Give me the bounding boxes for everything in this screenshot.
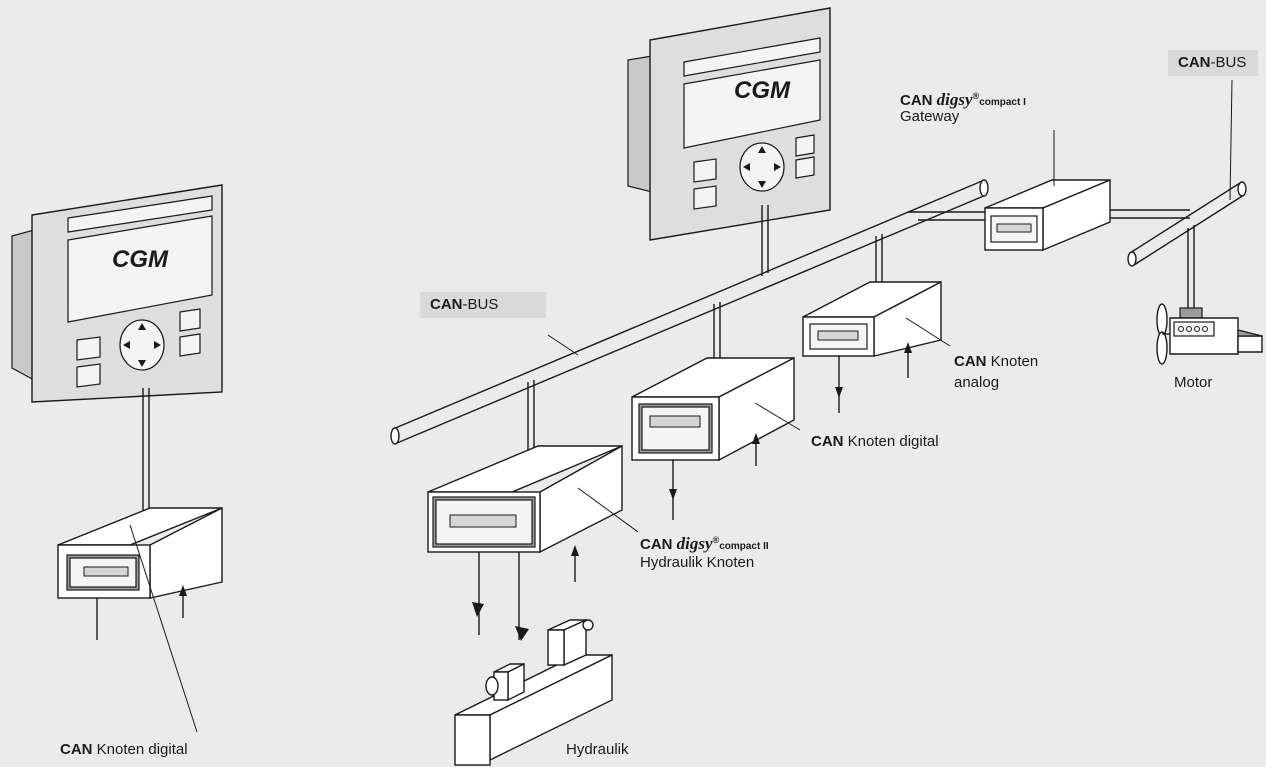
label-hydraulik-knoten: Hydraulik Knoten [640, 554, 755, 571]
can-knoten-analog [802, 280, 942, 357]
cgm-logo-left: CGM [112, 246, 169, 273]
cgm-terminal-left: CGM [11, 184, 223, 403]
label-hydraulik: Hydraulik [566, 741, 629, 758]
label-can-digsy-compact-i: CAN digsy®compact I [900, 90, 1026, 110]
label-analog: analog [954, 374, 1000, 391]
can-digsy-compact-i-gateway [984, 178, 1111, 252]
hydraulik-unit [454, 618, 613, 766]
label-can-digsy-compact-ii: CAN digsy®compact II [640, 534, 769, 554]
cgm-logo-center: CGM [734, 77, 791, 104]
label-can-knoten-digital-left: CAN Knoten digital [60, 741, 188, 758]
label-motor: Motor [1174, 374, 1213, 391]
can-bus-main [390, 179, 989, 445]
can-knoten-digital-left [57, 506, 223, 599]
label-can-knoten-digital-center: CAN Knoten digital [811, 433, 939, 450]
can-knoten-digital-center [631, 356, 795, 462]
label-can-knoten-analog: CAN Knoten [954, 353, 1039, 370]
can-bus-tag-right: CAN-BUS [1168, 50, 1258, 76]
can-bus-right [1127, 181, 1247, 267]
cgm-terminal-center: CGM [627, 7, 831, 241]
motor [1156, 303, 1263, 365]
label-gateway: Gateway [900, 108, 960, 125]
can-digsy-compact-ii-hydraulik-knoten [427, 444, 623, 554]
can-bus-tag-main: CAN-BUS [420, 292, 546, 318]
